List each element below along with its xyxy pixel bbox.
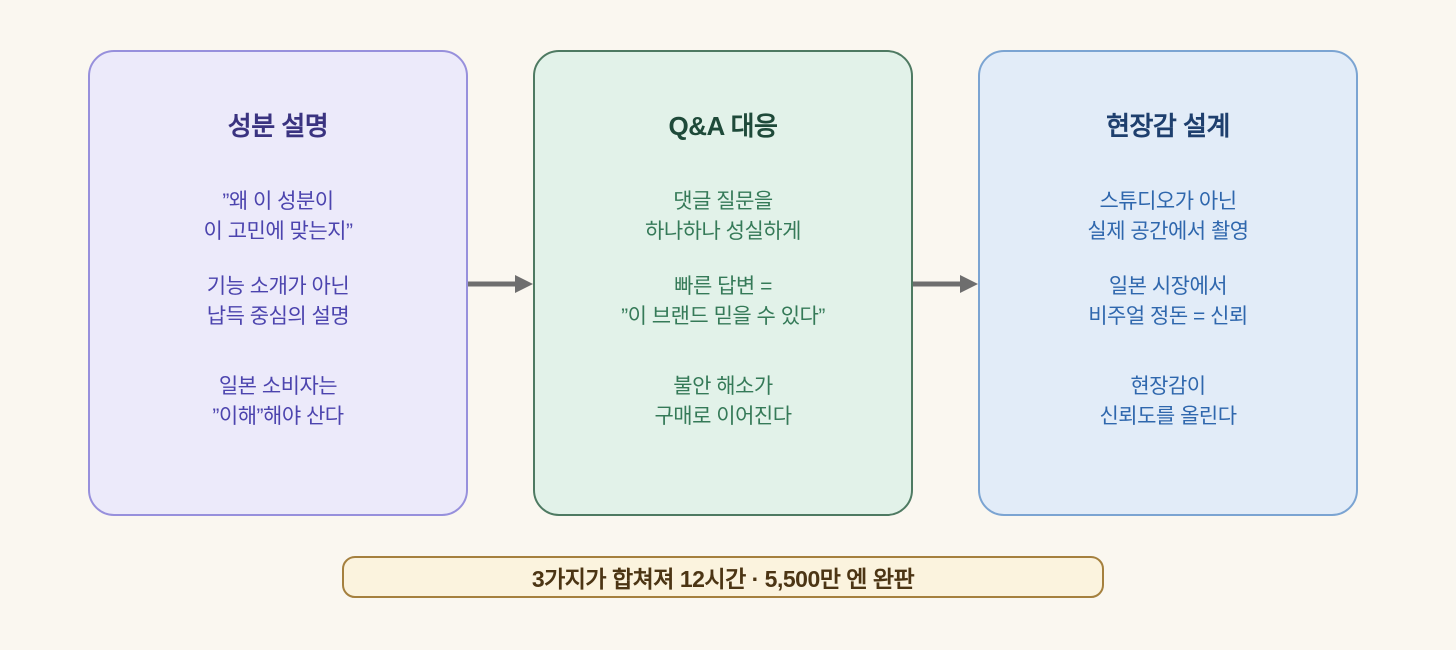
paragraph-line: 댓글 질문을: [673, 190, 773, 213]
paragraph-line: 불안 해소가: [673, 375, 773, 398]
paragraph-line: ”이 브랜드 믿을 수 있다”: [621, 305, 825, 328]
card-paragraph: 현장감이 신뢰도를 올린다: [1099, 372, 1237, 432]
card-title: Q&A 대응: [668, 111, 778, 141]
result-banner: 3가지가 합쳐져 12시간 · 5,500만 엔 완판: [342, 556, 1104, 598]
card-title: 성분 설명: [227, 111, 329, 141]
card-paragraph: ”왜 이 성분이 이 고민에 맞는지”: [204, 187, 353, 247]
card-onsite-feel-design: 현장감 설계 스튜디오가 아닌 실제 공간에서 촬영 일본 시장에서 비주얼 정…: [978, 50, 1358, 516]
paragraph-line: ”이해”해야 산다: [212, 405, 344, 428]
card-paragraph: 댓글 질문을 하나하나 성실하게: [645, 187, 801, 247]
card-paragraph: 스튜디오가 아닌 실제 공간에서 촬영: [1087, 187, 1249, 247]
paragraph-line: 현장감이: [1130, 375, 1206, 398]
arrow-right-icon: [913, 275, 978, 293]
card-title: 현장감 설계: [1106, 111, 1230, 141]
paragraph-line: 기능 소개가 아닌: [206, 275, 350, 298]
result-banner-label: 3가지가 합쳐져 12시간 · 5,500만 엔 완판: [531, 566, 915, 592]
paragraph-line: 스튜디오가 아닌: [1099, 190, 1237, 213]
paragraph-line: 실제 공간에서 촬영: [1087, 220, 1249, 243]
card-paragraph: 빠른 답변 = ”이 브랜드 믿을 수 있다”: [621, 272, 825, 332]
card-ingredient-explanation: 성분 설명 ”왜 이 성분이 이 고민에 맞는지” 기능 소개가 아닌 납득 중…: [88, 50, 468, 516]
paragraph-line: 이 고민에 맞는지”: [203, 220, 353, 243]
paragraph-line: 구매로 이어진다: [654, 405, 792, 428]
paragraph-line: 비주얼 정돈 = 신뢰: [1088, 305, 1248, 328]
paragraph-line: 일본 시장에서: [1108, 275, 1228, 298]
paragraph-line: 빠른 답변 =: [674, 275, 772, 298]
card-paragraph: 불안 해소가 구매로 이어진다: [654, 372, 792, 432]
arrow-right-icon: [468, 275, 533, 293]
paragraph-line: 납득 중심의 설명: [206, 305, 350, 328]
card-paragraph: 기능 소개가 아닌 납득 중심의 설명: [206, 272, 350, 332]
card-paragraph: 일본 소비자는 ”이해”해야 산다: [212, 372, 344, 432]
card-paragraph: 일본 시장에서 비주얼 정돈 = 신뢰: [1088, 272, 1248, 332]
card-qa-response: Q&A 대응 댓글 질문을 하나하나 성실하게 빠른 답변 = ”이 브랜드 믿…: [533, 50, 913, 516]
paragraph-line: 하나하나 성실하게: [645, 220, 801, 243]
paragraph-line: 신뢰도를 올린다: [1099, 405, 1237, 428]
paragraph-line: ”왜 이 성분이: [222, 190, 334, 213]
paragraph-line: 일본 소비자는: [218, 375, 338, 398]
